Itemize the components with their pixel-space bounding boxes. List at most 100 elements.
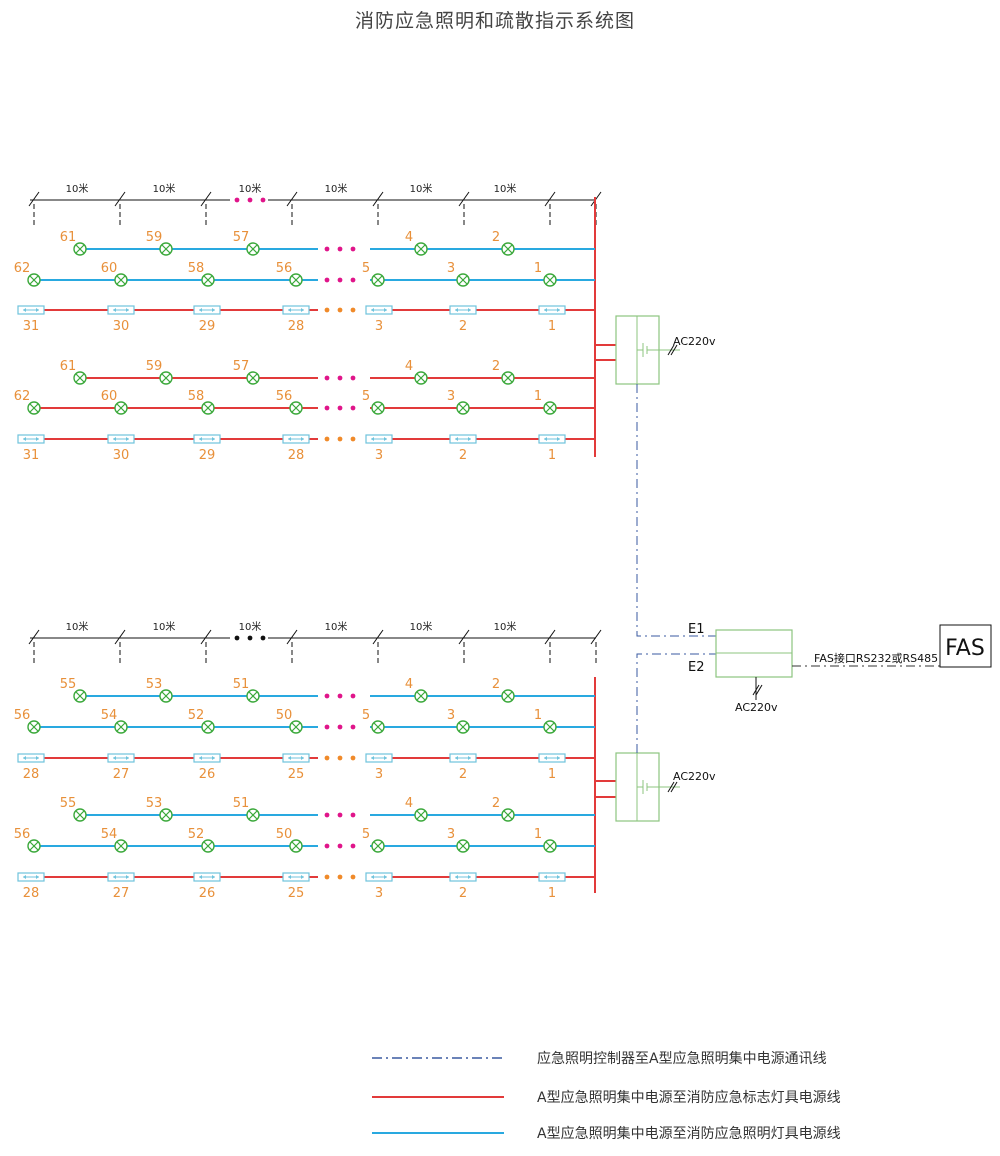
exit-sign-icon (365, 434, 393, 444)
sign-arrow-head (199, 437, 202, 441)
sign-arrow-head (384, 308, 387, 312)
fixture-number: 50 (276, 827, 293, 842)
fixture-number: 53 (146, 796, 163, 811)
light-cross (75, 373, 85, 383)
fixture-number: 56 (14, 708, 31, 723)
dimension-tick (372, 191, 384, 207)
port-e2-label: E2 (688, 660, 705, 675)
light-cross (373, 275, 383, 285)
emergency-lighting-controller: AC220v (715, 629, 793, 714)
ellipsis-dot (337, 375, 343, 381)
emergency-light-icon (543, 720, 557, 734)
exit-sign-icon (365, 872, 393, 882)
sign-arrow-head (212, 308, 215, 312)
emergency-light-icon (289, 401, 303, 415)
light-cross (458, 722, 468, 732)
ellipsis-dot (337, 874, 343, 880)
emergency-light-icon (246, 371, 260, 385)
exit-sign-icon (193, 305, 221, 315)
ellipsis-dot (350, 812, 356, 818)
exit-sign-icon (282, 305, 310, 315)
ellipsis-dot (324, 693, 330, 699)
fixture-number: 2 (492, 677, 500, 692)
sign-arrow-head (557, 437, 560, 441)
exit-sign-icon (449, 305, 477, 315)
sign-number: 2 (459, 319, 467, 334)
light-cross (416, 373, 426, 383)
fixture-number: 62 (14, 261, 31, 276)
dimension-tick (544, 191, 556, 207)
emergency-light-icon (543, 401, 557, 415)
fas-label: FAS (945, 636, 985, 661)
sign-arrow-head (113, 756, 116, 760)
exit-sign-icon (193, 753, 221, 763)
emergency-light-icon (501, 689, 515, 703)
ellipsis-dot (324, 405, 330, 411)
legend: 应急照明控制器至A型应急照明集中电源通讯线 A型应急照明集中电源至消防应急标志灯… (372, 1050, 841, 1142)
sign-number: 3 (375, 767, 383, 782)
exit-sign-icon (449, 872, 477, 882)
sign-arrow-head (126, 437, 129, 441)
light-cross (116, 841, 126, 851)
exit-sign-icon (193, 872, 221, 882)
power-supply-box-1: AC220v (615, 315, 716, 385)
fixture-number: 4 (405, 359, 413, 374)
light-cross (416, 810, 426, 820)
light-cross (116, 275, 126, 285)
fixture-number: 2 (492, 359, 500, 374)
light-cross (291, 275, 301, 285)
fixture-number: 58 (188, 261, 205, 276)
emergency-light-icon (501, 808, 515, 822)
fixture-number: 5 (362, 261, 370, 276)
dimension-label: 10米 (494, 620, 517, 633)
sign-arrow-head (199, 875, 202, 879)
light-cross (75, 691, 85, 701)
ellipsis-dot (350, 724, 356, 730)
fixture-number: 59 (146, 359, 163, 374)
sign-number: 29 (199, 319, 216, 334)
dimension-tick (458, 629, 470, 645)
light-cross (416, 691, 426, 701)
light-cross (545, 403, 555, 413)
fixture-number: 56 (276, 261, 293, 276)
emergency-light-icon (114, 839, 128, 853)
sign-arrow-head (301, 756, 304, 760)
dimension-label: 10米 (66, 620, 89, 633)
dimension-tick (114, 629, 126, 645)
sign-arrow-head (113, 875, 116, 879)
ellipsis-dot (247, 197, 253, 203)
fixture-number: 51 (233, 796, 250, 811)
sign-number: 1 (548, 448, 556, 463)
light-cross (161, 373, 171, 383)
ellipsis-dot (337, 277, 343, 283)
ellipsis-dot (324, 277, 330, 283)
fixture-number: 3 (447, 827, 455, 842)
light-cross (458, 841, 468, 851)
fixture-number: 57 (233, 359, 250, 374)
light-cross (545, 722, 555, 732)
dimension-tick (544, 629, 556, 645)
ellipsis-dot (350, 277, 356, 283)
fixture-number: 60 (101, 261, 118, 276)
ellipsis-dot (337, 246, 343, 252)
light-cross (545, 841, 555, 851)
fixture-number: 58 (188, 389, 205, 404)
ellipsis-dot (260, 197, 266, 203)
sign-arrow-head (113, 437, 116, 441)
sign-arrow-head (468, 437, 471, 441)
fixture-number: 61 (60, 359, 77, 374)
fixture-number: 61 (60, 230, 77, 245)
ellipsis-dot (337, 724, 343, 730)
sign-arrow-head (288, 308, 291, 312)
sign-arrow-head (199, 308, 202, 312)
light-cross (203, 841, 213, 851)
sign-arrow-head (384, 437, 387, 441)
